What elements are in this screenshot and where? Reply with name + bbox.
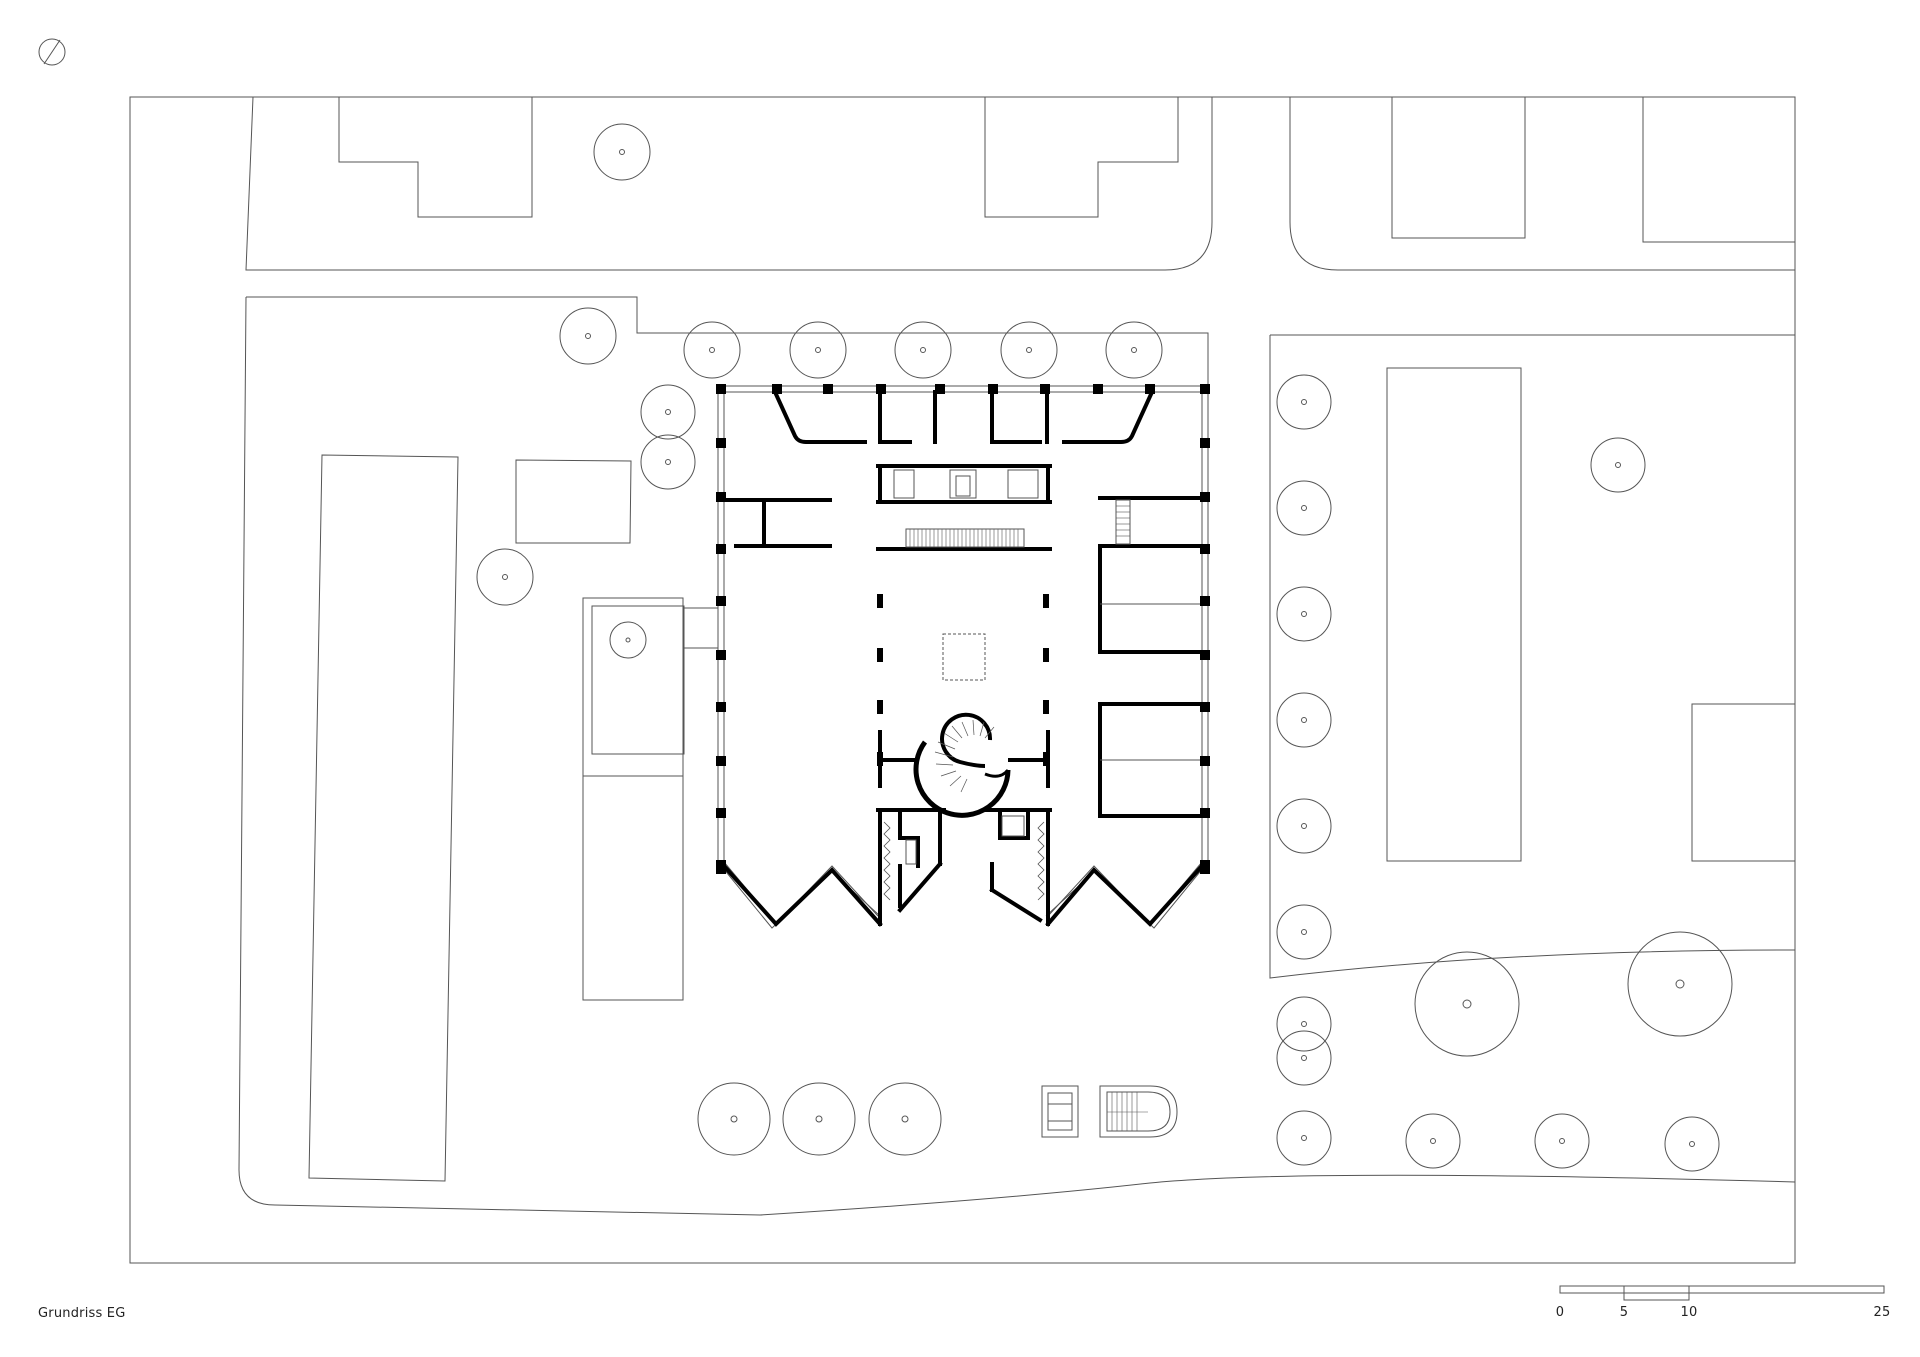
tree xyxy=(868,1082,942,1156)
tree xyxy=(1276,1110,1332,1166)
east-building-small xyxy=(1691,703,1796,862)
tree xyxy=(640,384,696,440)
tree xyxy=(683,321,741,379)
north-building-1 xyxy=(338,97,533,218)
tree xyxy=(697,1082,771,1156)
tree xyxy=(1534,1113,1590,1169)
north-block-right xyxy=(1289,97,1795,271)
tree xyxy=(1664,1116,1720,1172)
south-kiosk xyxy=(1041,1085,1079,1138)
drawing-title: Grundriss EG xyxy=(38,1306,126,1321)
site-boundary xyxy=(129,96,1796,1264)
tree xyxy=(1276,586,1332,642)
tree xyxy=(609,621,647,659)
courtyard-annex xyxy=(582,597,684,777)
tree xyxy=(1276,904,1332,960)
tree xyxy=(593,123,651,181)
north-building-3 xyxy=(1391,97,1526,239)
tree xyxy=(1000,321,1058,379)
tree xyxy=(782,1082,856,1156)
tree xyxy=(1276,692,1332,748)
tree xyxy=(789,321,847,379)
tree xyxy=(1276,1030,1332,1086)
tree xyxy=(1276,480,1332,536)
tree xyxy=(1627,931,1733,1037)
tree xyxy=(559,307,617,365)
scale-tick-label: 10 xyxy=(1680,1305,1698,1320)
west-building-long xyxy=(308,454,459,1182)
west-small-building xyxy=(515,459,632,544)
trees xyxy=(476,123,1733,1172)
tree xyxy=(1590,437,1646,493)
tree xyxy=(1276,798,1332,854)
courtyard-annex-inner xyxy=(591,605,685,755)
north-building-2 xyxy=(984,97,1179,218)
west-plot-outline xyxy=(246,296,1209,388)
tree xyxy=(1105,321,1163,379)
scale-tick-label: 25 xyxy=(1873,1305,1891,1320)
west-plot-edge xyxy=(238,296,1796,1216)
tree xyxy=(1276,996,1332,1052)
courtyard-annex-south xyxy=(582,775,684,1001)
north-building-4 xyxy=(1642,97,1795,243)
tree xyxy=(476,548,534,606)
east-plot-west-edge xyxy=(1269,335,1796,979)
tree xyxy=(1405,1113,1461,1169)
south-stair-pavilion xyxy=(1099,1085,1178,1138)
tree xyxy=(1276,374,1332,430)
tree xyxy=(640,434,696,490)
scale-tick-label: 0 xyxy=(1555,1305,1565,1320)
tree xyxy=(894,321,952,379)
tree xyxy=(1414,951,1520,1057)
north-block-left xyxy=(245,96,1213,271)
scale-bar xyxy=(1559,1285,1885,1301)
spiral-stair xyxy=(913,712,1011,818)
main-building xyxy=(716,384,1210,929)
east-building-long xyxy=(1386,367,1522,862)
scale-tick-label: 5 xyxy=(1619,1305,1629,1320)
north-arrow-icon xyxy=(38,38,66,66)
